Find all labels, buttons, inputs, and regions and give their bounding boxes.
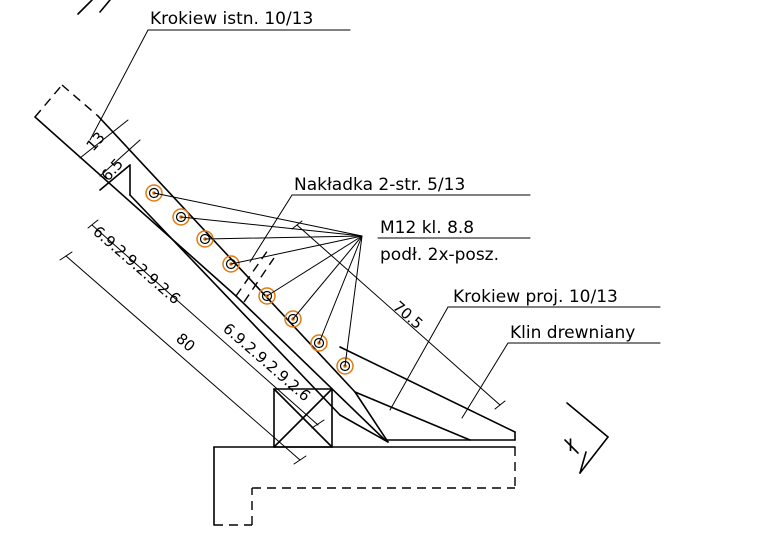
- bolt-4: [222, 255, 240, 273]
- section-mark-right: [564, 402, 609, 474]
- label-leaders: [89, 29, 661, 419]
- label-bolt-spec: M12 kl. 8.8: [380, 218, 474, 238]
- dimension-overall: [59, 251, 307, 465]
- bolt-8: [336, 357, 354, 375]
- dim-section-height: 13: [83, 128, 109, 154]
- bolt-leader-line: [180, 216, 363, 237]
- designed-rafter: [235, 295, 516, 441]
- wall: [213, 446, 516, 526]
- label-side-plate: Nakładka 2-str. 5/13: [294, 175, 465, 195]
- bolt-leader-line: [266, 235, 363, 297]
- dimension-section: [79, 119, 141, 177]
- bolt-leader-line: [318, 235, 363, 344]
- wooden-wedge: [339, 346, 516, 433]
- label-wedge: Klin drewniany: [510, 323, 635, 343]
- dimension-cut-length: [291, 220, 506, 410]
- bolt-leader-line: [230, 235, 363, 265]
- section-mark-top: [77, 0, 111, 15]
- dimension-bolt-spacing: [87, 219, 325, 429]
- dim-cut-length: 70.5: [389, 297, 426, 333]
- bolt-leader-line: [204, 235, 363, 240]
- dim-edge-spacing: 6.5: [98, 155, 127, 185]
- bolt-leaders: [153, 192, 363, 367]
- bolt-leader-line: [292, 235, 363, 320]
- bolt-leader-line: [153, 192, 363, 237]
- section-mark-label: I: [568, 436, 573, 456]
- label-rafter-designed: Krokiew proj. 10/13: [453, 287, 618, 307]
- dim-bolt-spacing-upper: 6.9.2.9.2.9.2.6: [89, 222, 184, 308]
- bolt-leader-line: [344, 235, 363, 367]
- label-rafter-existing: Krokiew istn. 10/13: [150, 9, 313, 29]
- label-washer: podł. 2x-posz.: [380, 245, 499, 265]
- bolt-5: [258, 287, 276, 305]
